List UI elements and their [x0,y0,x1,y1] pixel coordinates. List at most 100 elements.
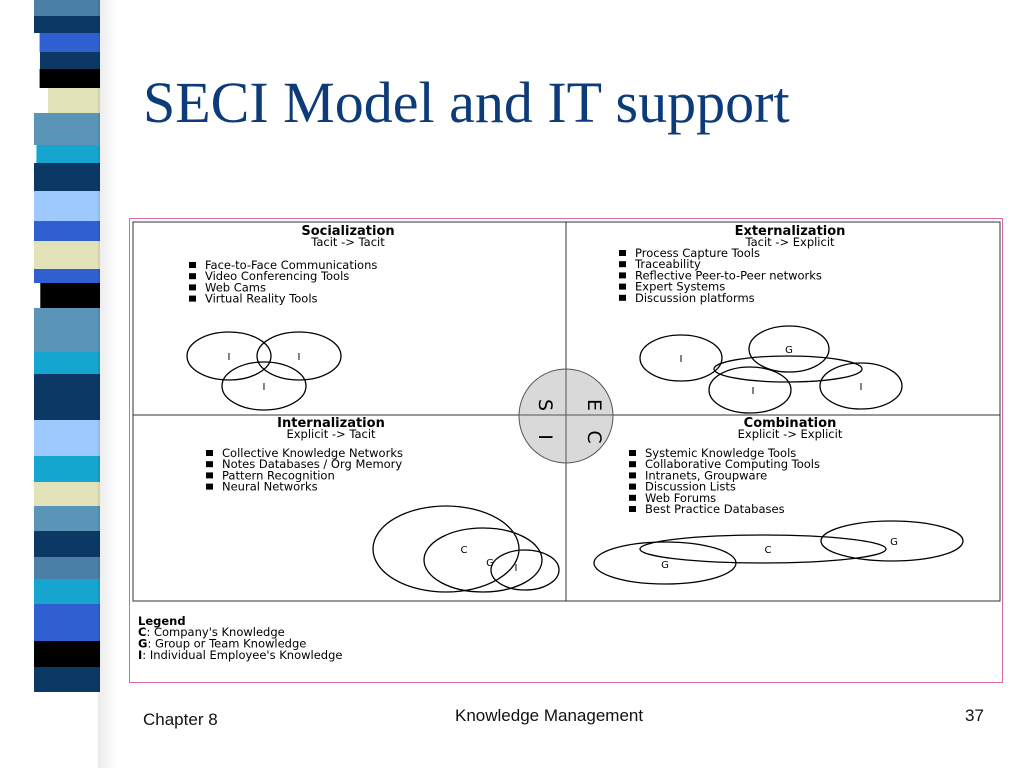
footer-chapter: Chapter 8 [143,710,218,729]
footer-course-title: Knowledge Management [455,706,644,725]
tool-list-item: Notes Databases / Org Memory [222,457,402,471]
tool-list-item: Reflective Peer-to-Peer networks [635,268,822,282]
stripe-block [40,283,100,308]
stripe-block [39,69,100,88]
bullet-square [206,461,213,468]
stripe-block [34,163,100,191]
bullet-square [189,273,196,280]
bullet-square [206,472,213,479]
venn-label-g: G [661,560,669,571]
bullet-square [619,272,626,279]
stripe-block [34,420,100,456]
bullet-square [206,450,213,456]
stripe-block [34,557,100,579]
company-ellipse [639,534,887,564]
stripe-block [34,667,100,692]
slide-title: SECI Model and IT support [143,70,790,135]
footer-page-number: 37 [965,706,984,725]
bullet-square [629,461,636,468]
center-label-i: I [534,434,556,440]
tool-list-item: Expert Systems [635,280,725,294]
bullet-square [619,250,626,256]
legend-separator: : [147,637,155,651]
stripe-block [34,269,100,283]
bullet-square [619,283,626,290]
venn-label-c: C [461,545,468,556]
legend-key: G [138,637,147,651]
individual-circle [221,361,307,411]
tool-list-item: Collective Knowledge Networks [222,446,403,460]
stripe-block [34,482,100,506]
bullet-square [619,261,626,268]
group-circle [423,527,543,593]
tool-list-item: Discussion Lists [645,480,736,494]
tool-list: Process Capture ToolsTraceabilityReflect… [619,246,822,305]
legend-entry: C: Company's Knowledge [138,625,285,639]
tool-list-item: Web Cams [205,280,266,294]
quadrant-combination: Combination Explicit -> Explicit Systemi… [593,416,964,585]
bullet-square [619,294,626,301]
individual-circle [186,331,272,381]
center-label-c: C [583,430,605,443]
tool-list-item: Intranets, Groupware [645,468,767,482]
tool-list-item: Video Conferencing Tools [205,269,349,283]
seci-diagram-frame: Socialization Tacit -> Tacit Face-to-Fac… [129,218,1003,683]
legend-description: Individual Employee's Knowledge [150,648,343,662]
quadrant-subtitle: Explicit -> Explicit [738,427,843,441]
venn-label-g: G [486,558,494,569]
stripe-block [34,0,100,16]
stripe-block [34,531,100,557]
company-circle [372,505,520,593]
venn-label-i: I [860,382,863,393]
venn-diagram-socialization [186,331,342,411]
legend-separator: : [142,648,150,662]
quadrant-title: Combination [744,416,837,431]
stripe-block [34,308,100,352]
tool-list-item: Traceability [634,257,701,271]
stripe-block [34,16,100,33]
venn-label-i: I [228,352,231,363]
seci-diagram: Socialization Tacit -> Tacit Face-to-Fac… [132,221,1001,662]
quadrant-internalization: Internalization Explicit -> Tacit Collec… [206,416,560,593]
quadrant-subtitle: Tacit -> Tacit [310,235,385,249]
bullet-square [629,472,636,479]
legend-entry: I: Individual Employee's Knowledge [138,648,342,662]
tool-list-item: Web Forums [645,491,716,505]
individual-circle [256,331,342,381]
stripe-block [34,604,100,641]
stripe-block [34,191,100,221]
venn-diagram-externalization [639,325,903,414]
tool-list-item: Discussion platforms [635,291,755,305]
quadrant-title: Externalization [735,224,846,239]
stripe-block [39,52,100,69]
stripe-block [39,33,100,52]
stripe-block [48,88,100,113]
venn-diagram-internalization [372,505,560,593]
bullet-square [189,262,196,268]
venn-diagram-combination [593,520,964,585]
venn-label-c: C [765,545,772,556]
quadrant-title: Internalization [277,416,385,431]
bullet-square [629,494,636,501]
group-ellipse [713,355,863,383]
stripe-block [36,145,100,163]
stripe-block [34,579,100,604]
legend-key: I [138,648,142,662]
bullet-square [629,506,636,512]
venn-label-i: I [298,352,301,363]
venn-label-i: I [515,563,518,574]
bullet-square [189,295,196,302]
legend-description: Company's Knowledge [154,625,285,639]
group-circle [820,520,964,562]
center-label-s: S [534,399,556,411]
legend-key: C [138,625,146,639]
tool-list-item: Face-to-Face Communications [205,258,377,272]
bullet-square [189,284,196,291]
center-label-e: E [583,399,605,411]
stripe-block [34,352,100,374]
stripe-bar-shadow [98,0,118,768]
stripe-block [34,641,100,667]
individual-circle [819,362,903,410]
